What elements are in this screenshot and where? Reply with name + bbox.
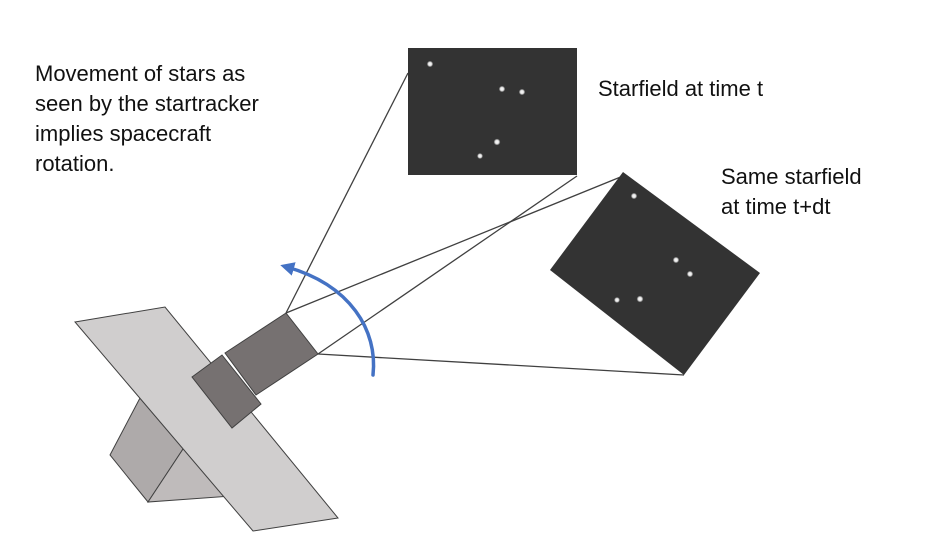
- starfield-tdt-frame: [550, 172, 760, 375]
- starfield-t: [408, 48, 577, 175]
- star: [686, 270, 694, 278]
- fov-line-tdt-upper: [285, 175, 624, 314]
- spacecraft: [74, 306, 339, 532]
- fov-line-tdt-lower: [317, 353, 685, 376]
- star-tracker-mount: [191, 354, 262, 429]
- star: [493, 138, 501, 146]
- curved-arrow-icon: [280, 262, 376, 377]
- star-tracker: [191, 312, 319, 429]
- caption-starfield-tdt: Same starfield at time t+dt: [721, 164, 862, 219]
- star: [426, 60, 434, 68]
- star: [518, 88, 526, 96]
- caption-star-movement: Movement of stars as seen by the startra…: [35, 61, 259, 176]
- spacecraft-panel: [74, 306, 339, 532]
- star: [672, 256, 680, 264]
- star: [630, 192, 638, 200]
- star: [614, 297, 620, 303]
- star: [477, 153, 483, 159]
- fov-line-t-lower: [317, 175, 578, 355]
- star: [636, 295, 644, 303]
- starfield-tdt: [550, 172, 760, 375]
- starfield-t-frame: [408, 48, 577, 175]
- caption-starfield-t: Starfield at time t: [598, 76, 764, 101]
- star: [498, 85, 506, 93]
